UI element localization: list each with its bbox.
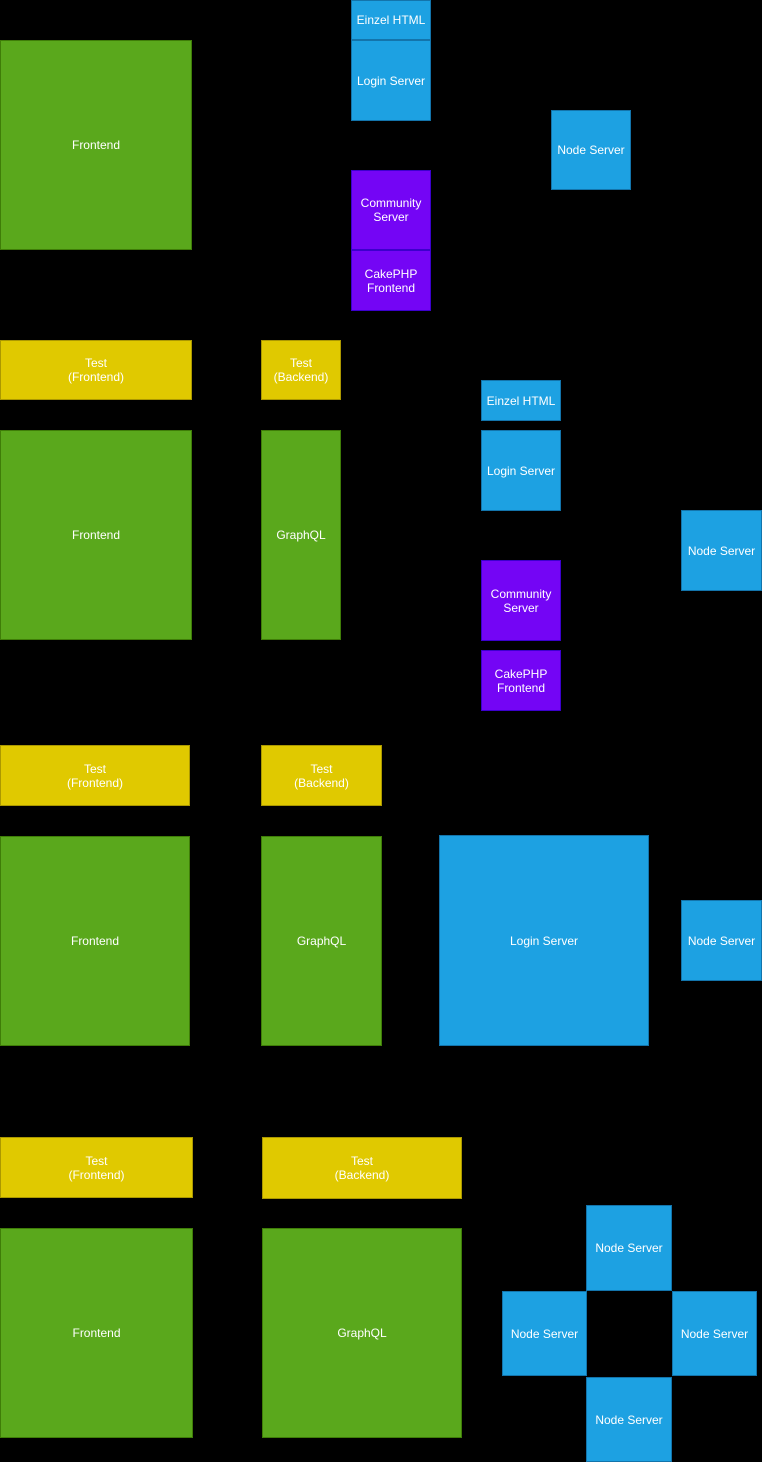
- diagram-node-s2-cakephp-frontend[interactable]: CakePHP Frontend: [481, 650, 561, 711]
- diagram-node-s2-frontend[interactable]: Frontend: [0, 430, 192, 640]
- node-label-s3-node-server: Node Server: [687, 933, 756, 948]
- node-label-s2-frontend: Frontend: [71, 528, 121, 542]
- diagram-node-s2-einzel-html[interactable]: Einzel HTML: [481, 380, 561, 421]
- diagram-node-s3-test-frontend[interactable]: Test (Frontend): [0, 745, 190, 806]
- diagram-node-s4-frontend[interactable]: Frontend: [0, 1228, 193, 1438]
- diagram-node-s2-node-server[interactable]: Node Server: [681, 510, 762, 591]
- diagram-node-s4-node-server-right[interactable]: Node Server: [672, 1291, 757, 1376]
- diagram-node-s2-test-frontend[interactable]: Test (Frontend): [0, 340, 192, 400]
- diagram-node-s1-node-server[interactable]: Node Server: [551, 110, 631, 190]
- diagram-node-s3-graphql[interactable]: GraphQL: [261, 836, 382, 1046]
- node-label-s2-cakephp-frontend: CakePHP Frontend: [494, 666, 548, 695]
- node-label-s4-node-server-top: Node Server: [595, 1241, 663, 1255]
- diagram-node-s4-node-server-bottom[interactable]: Node Server: [586, 1377, 672, 1462]
- node-label-s2-community-server: Community Server: [490, 586, 552, 615]
- node-label-s3-frontend: Frontend: [70, 934, 120, 948]
- node-label-s2-einzel-html: Einzel HTML: [486, 393, 556, 408]
- node-label-s3-graphql: GraphQL: [296, 934, 347, 948]
- diagram-node-s4-test-frontend[interactable]: Test (Frontend): [0, 1137, 193, 1198]
- diagram-node-s2-login-server[interactable]: Login Server: [481, 430, 561, 511]
- node-label-s1-einzel-html: Einzel HTML: [356, 13, 426, 27]
- node-label-s1-login-server: Login Server: [356, 73, 426, 88]
- node-label-s2-test-frontend: Test (Frontend): [67, 356, 125, 384]
- node-label-s4-graphql: GraphQL: [337, 1326, 387, 1340]
- diagram-node-s4-test-backend[interactable]: Test (Backend): [262, 1137, 462, 1199]
- node-label-s4-test-backend: Test (Backend): [334, 1154, 390, 1182]
- diagram-node-s4-node-server-left[interactable]: Node Server: [502, 1291, 587, 1376]
- diagram-node-s1-cakephp-frontend[interactable]: CakePHP Frontend: [351, 250, 431, 311]
- diagram-node-s4-graphql[interactable]: GraphQL: [262, 1228, 462, 1438]
- diagram-node-s1-login-server[interactable]: Login Server: [351, 40, 431, 121]
- diagram-node-s3-frontend[interactable]: Frontend: [0, 836, 190, 1046]
- diagram-node-s2-graphql[interactable]: GraphQL: [261, 430, 341, 640]
- node-label-s4-test-frontend: Test (Frontend): [68, 1153, 125, 1182]
- diagram-node-s4-node-server-top[interactable]: Node Server: [586, 1205, 672, 1291]
- node-label-s3-login-server: Login Server: [509, 933, 579, 948]
- node-label-s4-frontend: Frontend: [72, 1326, 121, 1340]
- node-label-s4-node-server-left: Node Server: [510, 1326, 579, 1341]
- diagram-node-s3-test-backend[interactable]: Test (Backend): [261, 745, 382, 806]
- node-label-s2-login-server: Login Server: [486, 463, 556, 478]
- diagram-node-s3-login-server[interactable]: Login Server: [439, 835, 649, 1046]
- diagram-node-s3-node-server[interactable]: Node Server: [681, 900, 762, 981]
- node-label-s3-test-frontend: Test (Frontend): [66, 761, 124, 790]
- node-label-s4-node-server-bottom: Node Server: [595, 1412, 663, 1427]
- node-label-s1-frontend: Frontend: [71, 138, 121, 152]
- diagram-node-s2-community-server[interactable]: Community Server: [481, 560, 561, 641]
- node-label-s1-community-server: Community Server: [360, 196, 422, 224]
- diagram-node-s1-frontend[interactable]: Frontend: [0, 40, 192, 250]
- node-label-s1-cakephp-frontend: CakePHP Frontend: [364, 266, 418, 295]
- node-label-s2-test-backend: Test (Backend): [273, 356, 329, 384]
- node-label-s4-node-server-right: Node Server: [680, 1326, 749, 1341]
- node-label-s2-graphql: GraphQL: [276, 528, 326, 542]
- node-label-s2-node-server: Node Server: [687, 543, 756, 558]
- diagram-node-s1-einzel-html[interactable]: Einzel HTML: [351, 0, 431, 40]
- node-label-s3-test-backend: Test (Backend): [294, 761, 349, 790]
- diagram-node-s1-community-server[interactable]: Community Server: [351, 170, 431, 250]
- diagram-node-s2-test-backend[interactable]: Test (Backend): [261, 340, 341, 400]
- node-label-s1-node-server: Node Server: [557, 143, 625, 157]
